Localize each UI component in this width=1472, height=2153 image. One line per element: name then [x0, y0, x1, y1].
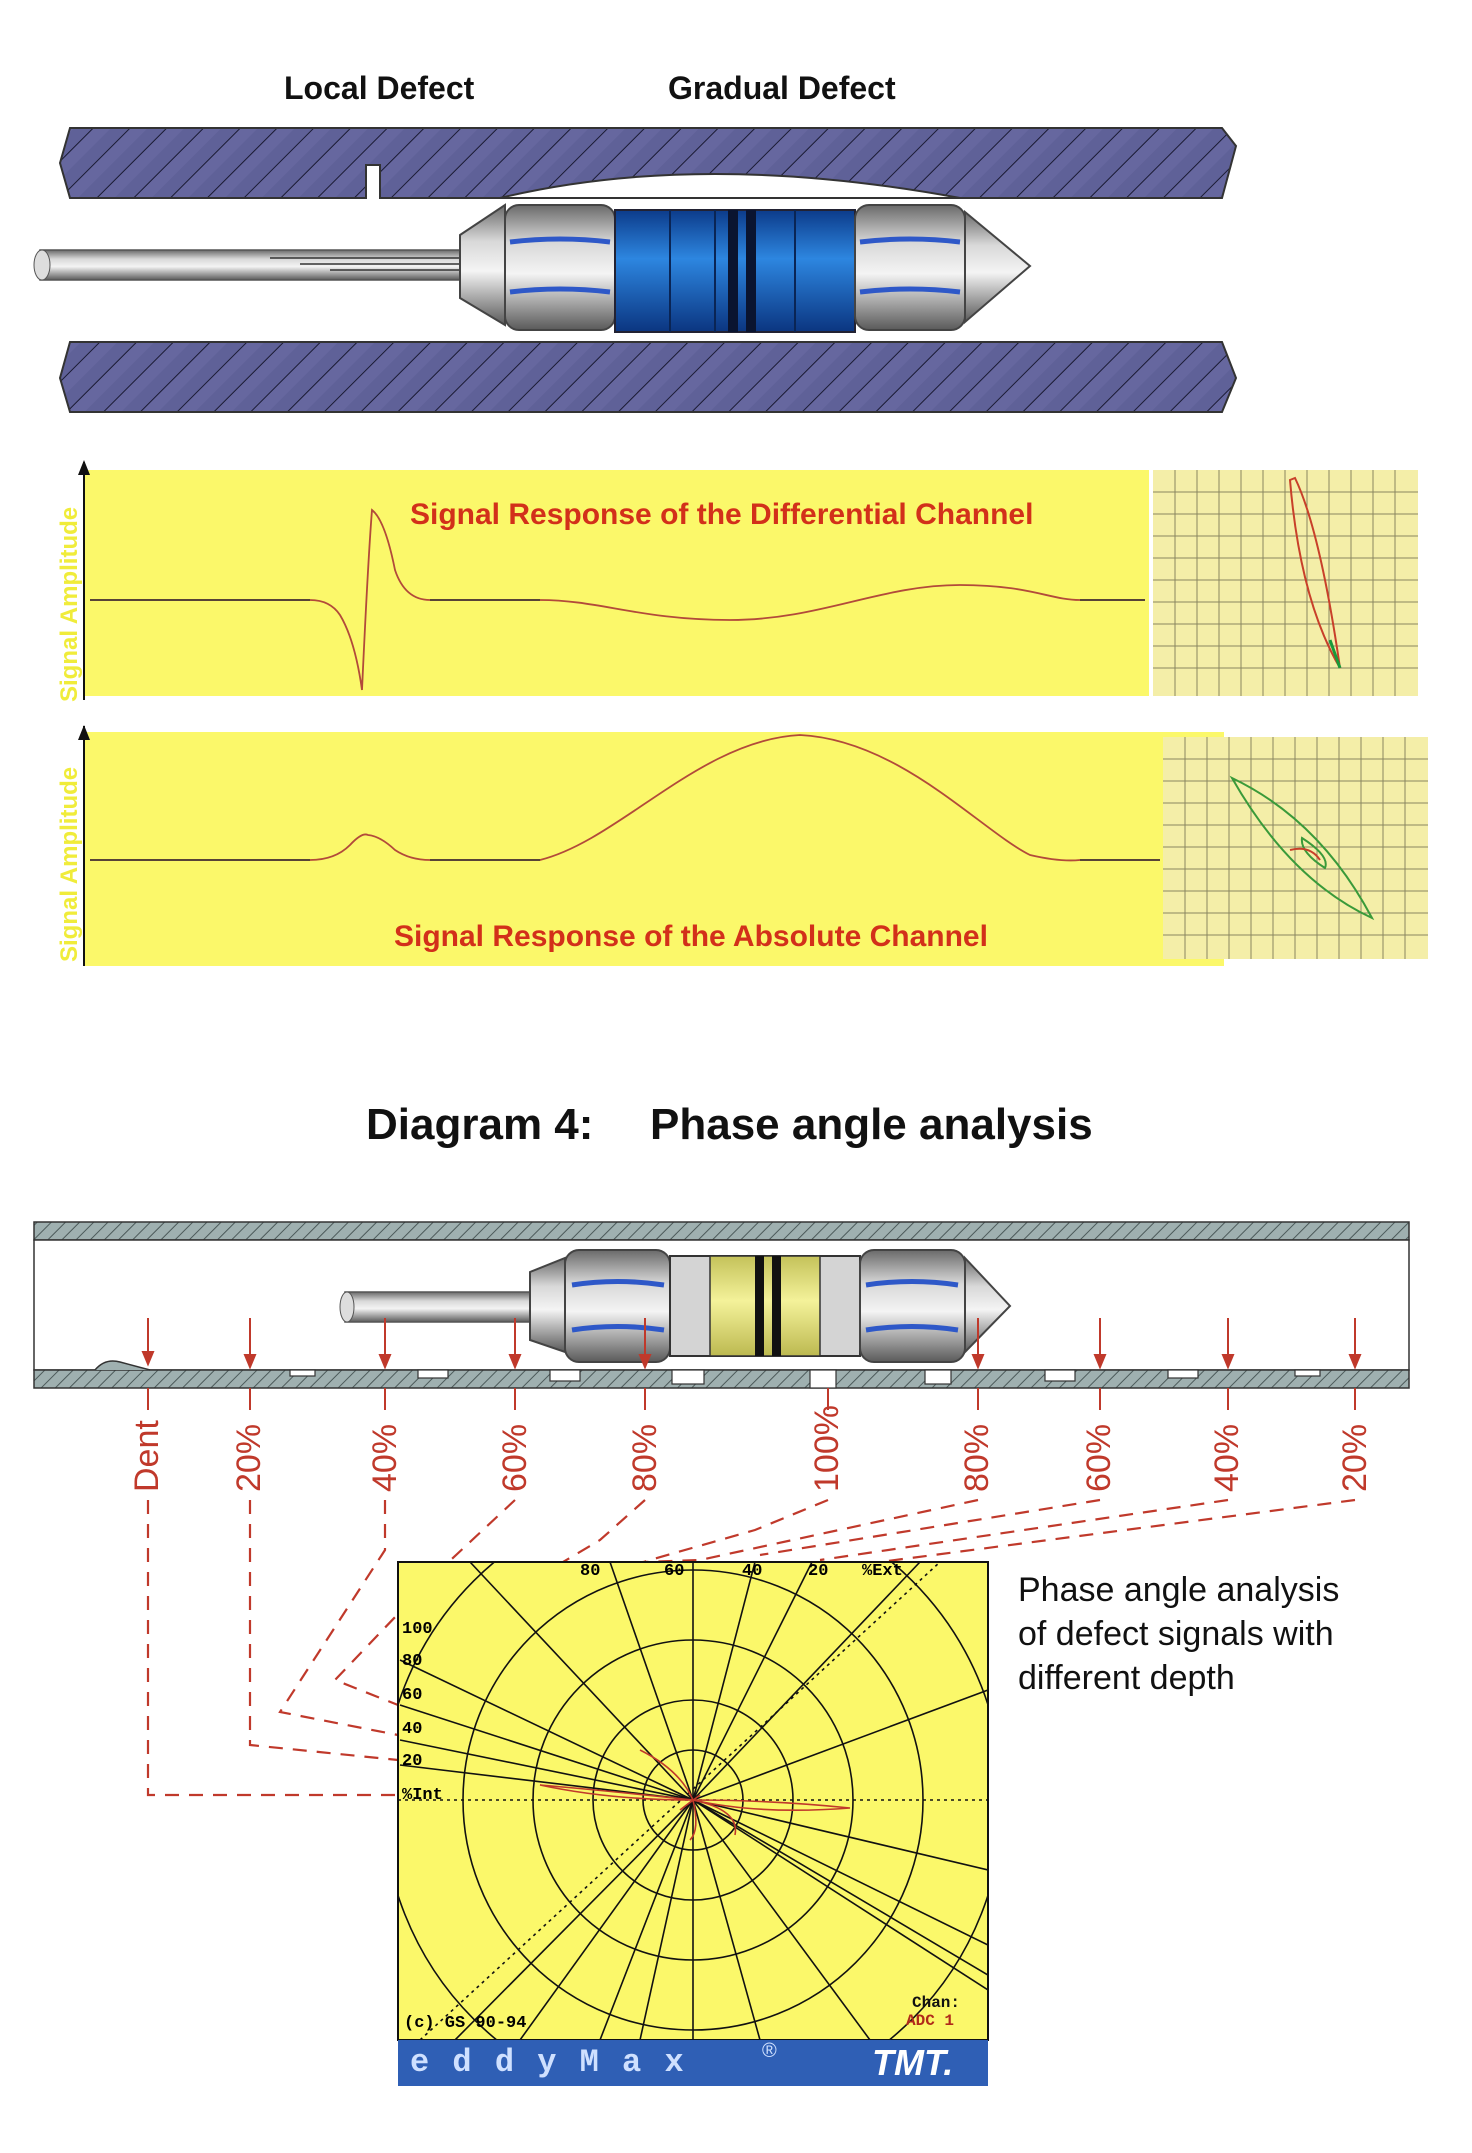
- defect-depth-label: 60%: [496, 1423, 534, 1492]
- differential-signal-trace: [90, 508, 1145, 691]
- polar-left-tick: 80: [402, 1652, 423, 1671]
- polar-left-tick: 100: [402, 1620, 433, 1639]
- defect-depth-label: 80%: [626, 1423, 664, 1492]
- polar-chan-label: Chan:: [912, 1994, 961, 2012]
- defect-depth-label: 40%: [1208, 1423, 1246, 1492]
- polar-left-tick: 20: [402, 1752, 423, 1771]
- pipe-upper-wall: [58, 127, 1238, 199]
- polar-top-tick: 60: [664, 1562, 685, 1581]
- brand-banner: [398, 2040, 988, 2086]
- description-line: of defect signals with: [1018, 1615, 1334, 1653]
- description-line: Phase angle analysis: [1018, 1571, 1340, 1609]
- differential-title: Signal Response of the Differential Chan…: [410, 498, 1034, 531]
- probe-cable: [33, 249, 471, 281]
- gradual-defect-label: Gradual Defect: [668, 70, 896, 106]
- description-line: different depth: [1018, 1659, 1235, 1697]
- description-text: Phase angle analysis of defect signals w…: [1018, 1568, 1339, 1700]
- polar-top-tick: %Ext: [862, 1562, 903, 1581]
- absolute-panel: [78, 725, 1224, 966]
- defect-depth-label: 20%: [230, 1423, 268, 1492]
- probe-absolute: [339, 1249, 1012, 1363]
- polar-top-tick: 40: [742, 1562, 763, 1581]
- differential-panel: [78, 460, 1149, 700]
- defect-arrows: [141, 1318, 1362, 1410]
- polar-chan-value: ADC 1: [906, 2012, 955, 2030]
- polar-left-tick: 40: [402, 1720, 423, 1739]
- differential-grid: [1153, 470, 1418, 696]
- probe-differential: [459, 203, 1032, 333]
- polar-top-tick: 20: [808, 1562, 829, 1581]
- pipe-lower-wall: [58, 341, 1238, 413]
- defect-depth-label: 80%: [958, 1423, 996, 1492]
- differential-y-label: Signal Amplitude: [56, 506, 83, 702]
- absolute-lissajous: [1229, 775, 1375, 921]
- absolute-title: Signal Response of the Absolute Channel: [394, 920, 988, 953]
- defect-depth-label: 20%: [1336, 1423, 1374, 1492]
- polar-top-tick: 80: [580, 1562, 601, 1581]
- defect-depth-label: 40%: [366, 1423, 404, 1492]
- brand-product: e d d y M a x: [410, 2044, 686, 2081]
- local-defect-label: Local Defect: [284, 70, 475, 106]
- absolute-grid: [1163, 737, 1428, 959]
- polar-left-tick: 60: [402, 1686, 423, 1705]
- polar-left-tick: %Int: [402, 1786, 443, 1805]
- absolute-signal-trace: [90, 734, 1160, 862]
- polar-plot: [397, 1561, 989, 2041]
- polar-copyright: (c) GS 90-94: [404, 2014, 527, 2033]
- diagram-title: Phase angle analysis: [650, 1100, 1093, 1149]
- absolute-y-label: Signal Amplitude: [56, 766, 83, 962]
- brand-company: TMT.: [872, 2042, 954, 2083]
- brand-registered: ®: [762, 2040, 777, 2062]
- defect-depth-label: Dent: [128, 1420, 166, 1492]
- diagram-number: Diagram 4:: [366, 1100, 594, 1149]
- defect-depth-label: 100%: [808, 1405, 846, 1492]
- defect-depth-label: 60%: [1080, 1423, 1118, 1492]
